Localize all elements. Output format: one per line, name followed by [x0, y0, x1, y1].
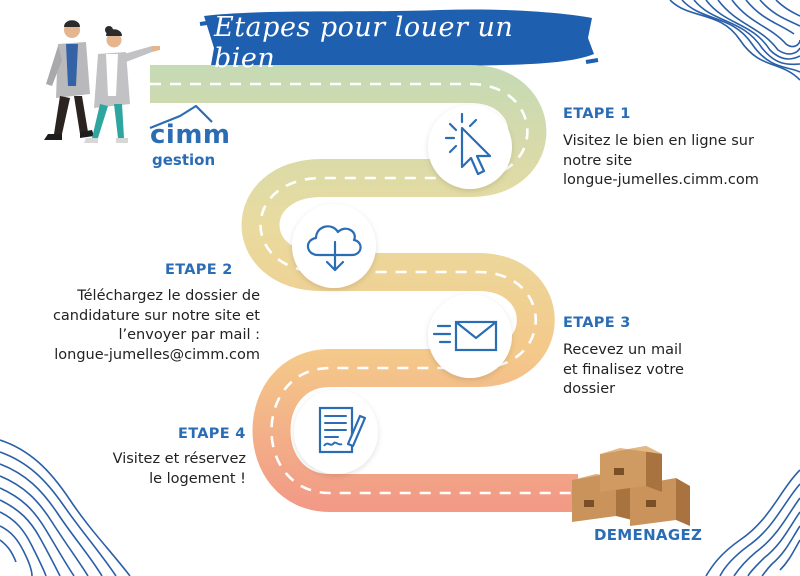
cloud-download-icon	[292, 204, 376, 288]
step-2-line: candidature sur notre site et	[52, 307, 260, 324]
wave-lines-bottom-right	[705, 469, 800, 576]
logo-subtitle: gestion	[152, 151, 216, 169]
cursor-click-icon	[428, 105, 512, 189]
page-title: Etapes pour louer un bien	[214, 12, 514, 74]
step-3-line: dossier	[563, 381, 616, 397]
logo-name: cimm	[150, 120, 231, 150]
step-3-line: Recevez un mail	[563, 342, 683, 358]
step-3-title: ETAPE 3	[563, 315, 631, 331]
step-4-title: ETAPE 4	[178, 426, 246, 442]
step-3-text: Recevez un mail et finalisez votre dossi…	[563, 341, 684, 400]
step-2-line: l’envoyer par mail :	[118, 327, 261, 343]
final-step-label: DEMENAGEZ	[594, 526, 703, 544]
signed-document-icon	[294, 390, 378, 474]
step-1-line: Visitez le bien en ligne sur	[563, 133, 754, 149]
step-2-line: Téléchargez le dossier de	[77, 288, 260, 304]
envelope-icon	[428, 294, 512, 378]
logo-roof	[149, 104, 213, 130]
step-1-title: ETAPE 1	[563, 106, 631, 122]
boxes-icon	[572, 446, 690, 526]
step-2-title: ETAPE 2	[165, 262, 233, 278]
title-banner	[199, 9, 599, 72]
step-1-line: notre site	[563, 152, 633, 169]
step-4-line: Visitez et réservez	[112, 451, 246, 467]
step-1-line: longue-jumelles.cimm.com	[563, 172, 759, 188]
wave-lines-top-right	[669, 0, 800, 81]
step-1-text: Visitez le bien en ligne sur notre site …	[563, 132, 759, 191]
people-pointing-illustration	[44, 20, 160, 143]
step-2-text: Téléchargez le dossier de candidature su…	[30, 287, 260, 365]
road	[150, 65, 578, 512]
step-3-line: et finalisez votre	[563, 361, 684, 378]
step-2-line: longue-jumelles@cimm.com	[54, 346, 260, 363]
wave-lines-bottom-left	[0, 439, 131, 576]
step-4-text: Visitez et réservez le logement !	[60, 450, 246, 489]
step-4-line: le logement !	[149, 470, 246, 487]
